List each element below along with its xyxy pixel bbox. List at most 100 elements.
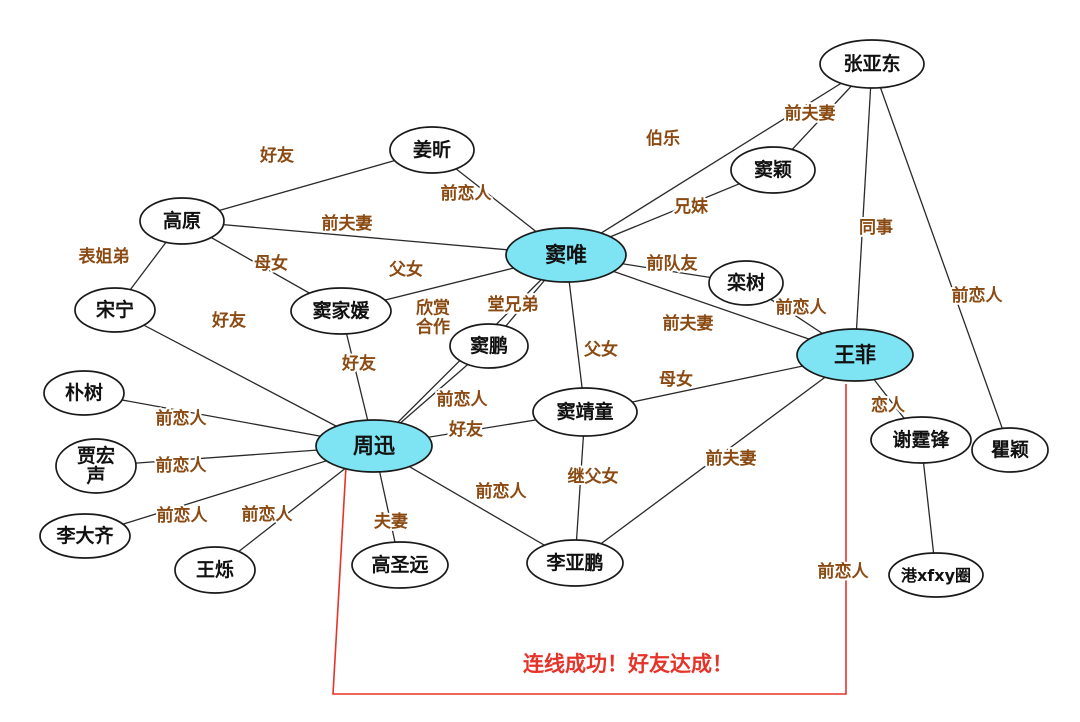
node-dou-wei[interactable]: 窦唯 [505,227,627,283]
node-label-song-ning: 宋宁 [95,298,134,321]
edge-label-zhou-xun--gao-shengyuan: 夫妻 [374,511,408,532]
node-ellipse-jiang-xin[interactable] [389,126,475,174]
edge-label-dou-jingtong--li-yapeng: 继父女 [568,466,619,487]
node-qu-ying[interactable]: 瞿颖 [971,427,1049,473]
edge-label-dou-wei--wang-fei: 前夫妻 [663,313,714,334]
edge-label-dou-jiayuan--zhou-xun: 好友 [341,353,376,374]
node-ellipse-dou-jiayuan[interactable] [290,287,392,335]
edge-zhang-yadong--wang-fei [854,63,873,356]
node-zhang-yadong[interactable]: 张亚东 [819,39,925,89]
success-connection-path [332,384,847,695]
node-ellipse-luan-shu[interactable] [708,260,784,306]
node-label-xie-tingfeng: 谢霆锋 [892,428,950,451]
node-song-ning[interactable]: 宋宁 [74,287,156,333]
edge-gao-yuan--dou-wei [181,220,567,256]
edge-label-dou-wei--dou-jingtong: 父女 [583,339,618,360]
edge-label-song-ning--zhou-xun: 好友 [211,310,246,331]
node-label-li-yapeng: 李亚鹏 [545,551,603,574]
node-ellipse-li-yapeng[interactable] [526,539,624,587]
edge-label-song-ning--gao-yuan: 表姐弟 [79,246,130,267]
node-ellipse-jia-hongsheng[interactable] [55,438,137,494]
node-label-gao-yuan: 高原 [163,209,201,232]
node-ellipse-song-ning[interactable] [74,287,156,333]
edge-label-zhou-xun--dou-wei: 欣赏合作 [416,298,450,338]
node-ellipse-qu-ying[interactable] [971,427,1049,473]
edge-label-jia-hongsheng--zhou-xun: 前恋人 [156,455,208,476]
node-label-dou-jiayuan: 窦家媛 [312,299,370,322]
node-label-wang-fei: 王菲 [834,343,876,367]
node-jia-hongsheng[interactable]: 贾宏声 [55,438,137,494]
node-label-dou-ying: 窦颖 [754,158,792,181]
node-li-yapeng[interactable]: 李亚鹏 [526,539,624,587]
node-jiang-xin[interactable]: 姜昕 [389,126,475,174]
node-wang-fei[interactable]: 王菲 [796,328,914,382]
node-ellipse-gao-yuan[interactable] [139,197,225,245]
edge-label-dou-wei--dou-jiayuan: 父女 [388,259,423,280]
edge-gao-yuan--jiang-xin [181,149,433,222]
node-li-daqi[interactable]: 李大齐 [39,513,131,559]
edge-label-dou-wei--zhang-yadong: 伯乐 [646,128,680,149]
node-ellipse-gang-xfxy-quan[interactable] [888,552,984,598]
edge-label-xie-tingfeng--gang-xfxy-quan: 前恋人 [818,561,870,582]
edge-label-pu-shu--zhou-xun: 前恋人 [156,408,208,429]
node-ellipse-li-daqi[interactable] [39,513,131,559]
edge-label-zhou-xun--li-yapeng: 前恋人 [476,481,528,502]
node-label-qu-ying: 瞿颖 [991,439,1029,461]
edge-label-li-daqi--zhou-xun: 前恋人 [157,505,209,526]
edge-label-gao-yuan--dou-wei: 前夫妻 [322,213,373,234]
node-label-zhou-xun: 周迅 [353,434,395,458]
node-luan-shu[interactable]: 栾树 [708,260,784,306]
node-ellipse-dou-ying[interactable] [730,146,816,194]
node-ellipse-pu-shu[interactable] [43,370,125,416]
edge-label-zhang-yadong--dou-ying: 前夫妻 [785,103,836,124]
node-ellipse-dou-peng[interactable] [449,323,529,369]
edge-label-zhang-yadong--qu-ying: 前恋人 [952,285,1004,306]
edge-label-wang-fei--dou-jingtong: 母女 [659,369,693,390]
node-dou-jiayuan[interactable]: 窦家媛 [290,287,392,335]
node-dou-ying[interactable]: 窦颖 [730,146,816,194]
node-ellipse-wang-shuo[interactable] [174,546,256,594]
edge-label-luan-shu--wang-fei: 前恋人 [776,297,828,318]
node-label-dou-peng: 窦鹏 [470,334,508,357]
node-zhou-xun[interactable]: 周迅 [315,419,433,473]
node-label-wang-shuo: 王烁 [196,559,234,581]
node-label-gang-xfxy-quan: 港xfxy圈 [901,566,971,585]
node-gao-shengyuan[interactable]: 高圣远 [351,541,449,589]
node-ellipse-dou-wei[interactable] [505,227,627,283]
edge-label-jiang-xin--dou-wei: 前恋人 [441,183,493,204]
edge-label-zhang-yadong--wang-fei: 同事 [859,218,893,238]
node-pu-shu[interactable]: 朴树 [43,370,125,416]
node-label-dou-jingtong: 窦靖童 [556,400,613,423]
edge-label-wang-fei--xie-tingfeng: 恋人 [871,395,906,416]
node-ellipse-dou-jingtong[interactable] [532,387,638,437]
edge-dou-wei--zhang-yadong [565,63,873,256]
node-dou-peng[interactable]: 窦鹏 [449,323,529,369]
node-gang-xfxy-quan[interactable]: 港xfxy圈 [888,552,984,598]
node-ellipse-wang-fei[interactable] [796,328,914,382]
edge-wang-fei--li-yapeng [574,354,856,564]
node-dou-jingtong[interactable]: 窦靖童 [532,387,638,437]
edge-label-wang-shuo--zhou-xun: 前恋人 [242,504,294,525]
node-ellipse-gao-shengyuan[interactable] [351,541,449,589]
edge-zhang-yadong--qu-ying [871,63,1011,451]
edge-song-ning--zhou-xun [114,309,375,447]
edge-label-dou-wei--luan-shu: 前队友 [647,253,698,274]
edge-label-gao-yuan--dou-jiayuan: 母女 [254,253,288,274]
edge-label-zhou-xun--dou-peng: 前恋人 [437,389,489,410]
edge-label-gao-yuan--jiang-xin: 好友 [259,145,294,166]
node-gao-yuan[interactable]: 高原 [139,197,225,245]
edge-label-dou-wei--dou-ying: 兄妹 [673,196,709,217]
success-message: 连线成功！好友达成！ [523,652,733,676]
edge-label-dou-wei--dou-peng: 堂兄弟 [488,294,539,315]
node-ellipse-zhou-xun[interactable] [315,419,433,473]
node-xie-tingfeng[interactable]: 谢霆锋 [870,416,972,464]
node-ellipse-xie-tingfeng[interactable] [870,416,972,464]
node-wang-shuo[interactable]: 王烁 [174,546,256,594]
node-label-jia-hongsheng: 贾宏声 [77,444,115,487]
node-label-gao-shengyuan: 高圣远 [371,553,428,576]
node-label-li-daqi: 李大齐 [55,524,114,547]
node-ellipse-zhang-yadong[interactable] [819,39,925,89]
